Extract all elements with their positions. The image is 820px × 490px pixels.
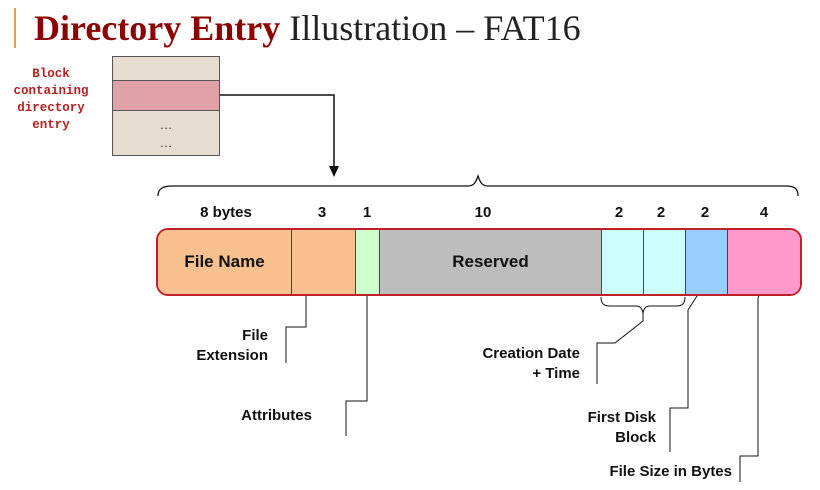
creation-callout-line [596,313,644,384]
field-size: 4 [759,204,769,221]
field-file-name: File Name [158,230,292,294]
field-creation-date [644,230,686,294]
extension-callout-line [285,278,307,363]
callout-first-disk-block: First Disk Block [560,408,656,448]
disk-block: … … [112,56,220,156]
page-title: Directory Entry Illustration – FAT16 [34,6,581,50]
field-size: 2 [614,204,624,221]
directory-entry-record: File Name Reserved [156,228,802,296]
field-first-disk-block [686,230,728,294]
callout-file-size: File Size in Bytes [609,463,732,480]
attributes-callout-line [345,289,368,436]
field-label: Reserved [452,252,529,271]
entry-arrow-line [220,94,335,168]
ellipsis: … [159,117,173,132]
callout-line: Creation Date [482,345,580,362]
block-label-line: entry [32,118,70,132]
field-size: 10 [474,204,492,221]
block-label-line: directory [17,101,85,115]
callout-line: Extension [196,347,268,364]
callout-creation: Creation Date + Time [444,344,580,384]
callout-line: File [242,327,268,344]
block-label: Block containing directory entry [0,66,102,134]
field-label: File Name [184,252,265,271]
field-size: 1 [362,204,372,221]
field-size: 3 [317,204,327,221]
callout-line: Block [615,429,656,446]
arrow-head [329,166,339,177]
creation-brace [600,296,686,314]
title-accent-bar [14,8,16,48]
field-attributes [356,230,380,294]
field-creation-time [602,230,644,294]
title-bold: Directory Entry [34,8,281,48]
field-file-extension [292,230,356,294]
field-size: 2 [656,204,666,221]
callout-line: First Disk [587,409,656,426]
directory-entry-row [112,80,220,111]
callout-line: + Time [532,365,580,382]
top-brace [157,173,799,197]
callout-file-extension: File Extension [176,326,268,366]
field-reserved: Reserved [380,230,602,294]
block-label-line: containing [13,84,89,98]
first-block-callout-line [669,272,707,452]
title-rest: Illustration – FAT16 [289,8,581,48]
ellipsis: … [159,135,173,150]
field-size: 2 [700,204,710,221]
field-file-size [728,230,800,294]
field-size: 8 bytes [200,204,252,221]
block-label-line: Block [32,67,70,81]
callout-attributes: Attributes [241,407,312,424]
